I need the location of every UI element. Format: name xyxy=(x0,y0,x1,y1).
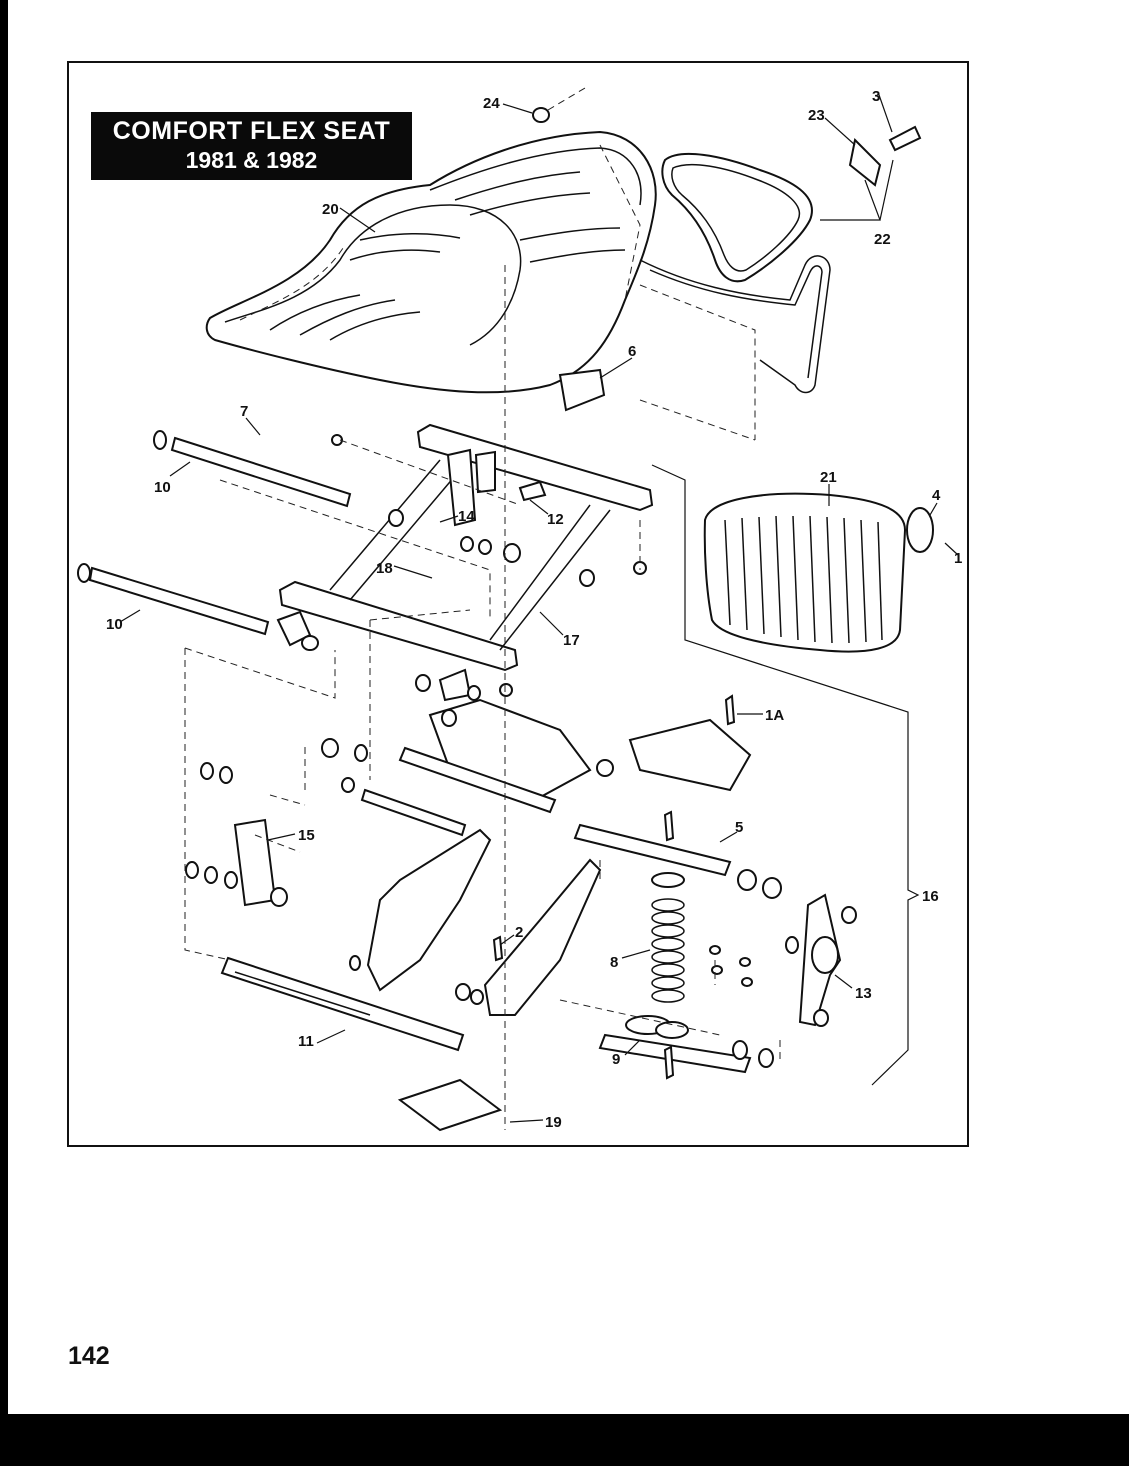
callout-19: 19 xyxy=(545,1114,562,1131)
title-line-1: COMFORT FLEX SEAT xyxy=(112,117,391,145)
callout-1a: 1A xyxy=(765,707,784,724)
title-line-2: 1981 & 1982 xyxy=(185,147,318,173)
callout-7: 7 xyxy=(240,403,248,420)
callout-9: 9 xyxy=(612,1051,620,1068)
callout-labels: 24 3 23 22 20 6 7 10 10 12 14 18 17 21 4… xyxy=(106,88,962,1131)
callout-24: 24 xyxy=(483,95,500,112)
callout-11: 11 xyxy=(298,1033,314,1050)
callout-16: 16 xyxy=(922,888,939,905)
bracket-part-13 xyxy=(798,893,842,1027)
seat-part-20 xyxy=(205,130,657,394)
callout-21: 21 xyxy=(820,469,837,486)
callout-5: 5 xyxy=(735,819,743,836)
callout-1: 1 xyxy=(954,550,962,567)
callout-3: 3 xyxy=(872,88,880,105)
seat-frame-part-17 xyxy=(276,423,654,702)
callout-10-lower: 10 xyxy=(106,616,123,633)
diagram-frame xyxy=(67,61,969,1147)
rods-parts-10-11 xyxy=(77,430,465,1052)
assembly-dashed-lines xyxy=(184,87,781,1130)
callout-4: 4 xyxy=(932,487,941,504)
washers-bushings-hardware xyxy=(185,107,934,1080)
spring-part-8 xyxy=(651,872,685,1003)
callout-17: 17 xyxy=(563,632,580,649)
callout-22: 22 xyxy=(874,231,891,248)
callout-12: 12 xyxy=(547,511,564,528)
callout-23: 23 xyxy=(808,107,825,124)
callout-20: 20 xyxy=(322,201,339,218)
diagram-title-box: COMFORT FLEX SEAT 1981 & 1982 xyxy=(91,112,412,180)
callout-10-upper: 10 xyxy=(154,479,171,496)
callout-14: 14 xyxy=(458,508,475,525)
sissy-bar-part-22 xyxy=(639,152,831,394)
scan-edge-bottom xyxy=(0,1414,1129,1466)
callout-6: 6 xyxy=(628,343,636,360)
callout-2: 2 xyxy=(515,924,523,941)
callout-18: 18 xyxy=(376,560,393,577)
callout-leader-lines xyxy=(119,91,959,1123)
callout-13: 13 xyxy=(855,985,872,1002)
callout-8: 8 xyxy=(610,954,618,971)
page-number: 142 xyxy=(68,1342,110,1370)
lower-linkage-assembly xyxy=(233,698,752,1132)
backrest-pad-part-21 xyxy=(703,492,907,653)
callout-15: 15 xyxy=(298,827,315,844)
scan-edge-left xyxy=(0,0,8,1466)
